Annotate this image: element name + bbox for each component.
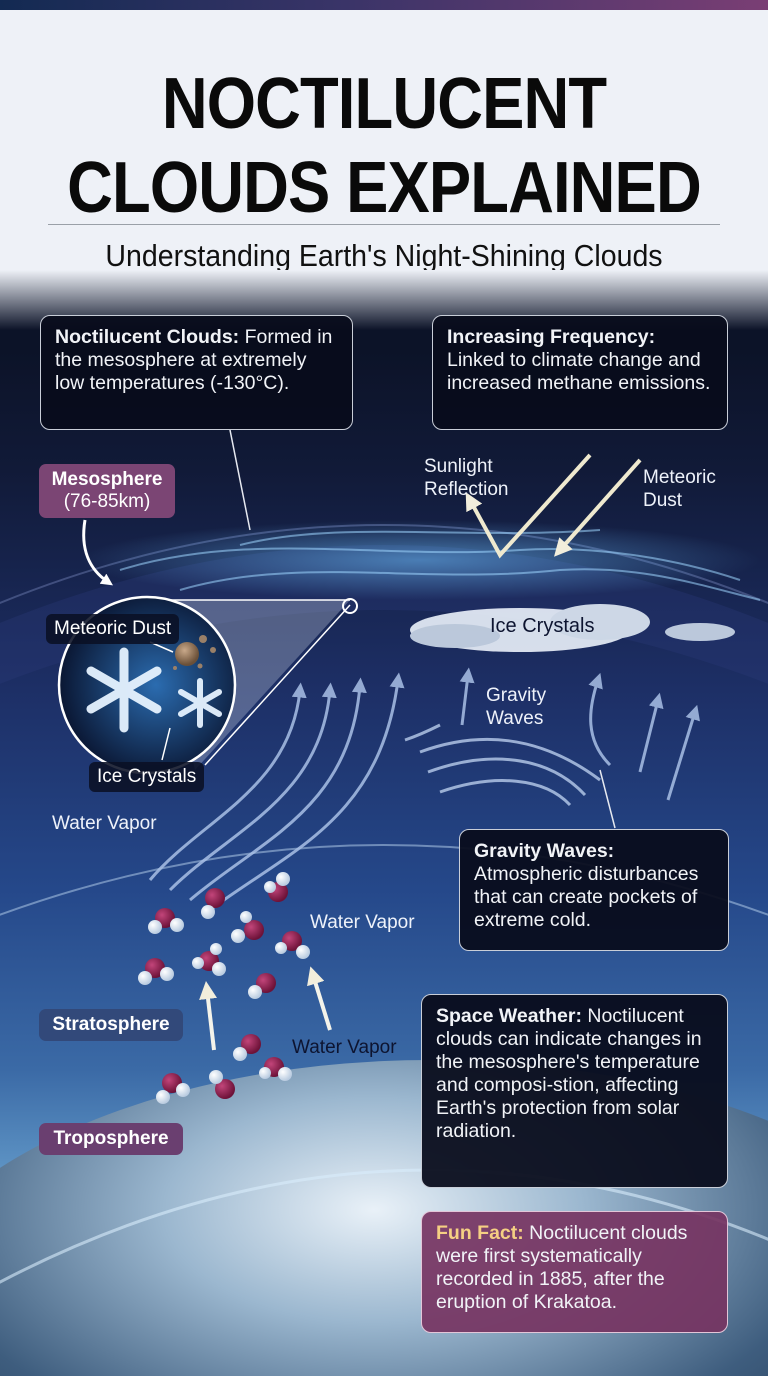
callout-heading: Space Weather:: [436, 1005, 582, 1027]
water-molecule-icon: [231, 911, 264, 943]
gravity-wave-arrows: [459, 667, 700, 801]
label-line: Meteoric: [643, 467, 716, 488]
callout-increasing-frequency: Increasing Frequency: Linked to climate …: [432, 315, 728, 430]
label-water-vapor-mid: Water Vapor: [310, 912, 415, 933]
water-molecule-icon: [259, 1057, 292, 1081]
callout-body: Atmospheric disturbances that can create…: [474, 863, 699, 931]
callout-body: Formed in the mesosphere at extremely lo…: [55, 326, 333, 394]
layer-name: Troposphere: [53, 1128, 169, 1149]
label-line: Sunlight: [424, 456, 493, 477]
dust-particle-icon: [175, 642, 199, 666]
label-cloud-ice-crystals: Ice Crystals: [490, 615, 595, 637]
page-title: NOCTILUCENT CLOUDS EXPLAINED: [46, 62, 722, 230]
water-molecule-icon: [209, 1070, 235, 1099]
label-sunlight-reflection: Sunlight Reflection: [424, 455, 509, 501]
label-line: Gravity: [486, 685, 547, 706]
header: NOCTILUCENT CLOUDS EXPLAINED Understandi…: [0, 10, 768, 310]
water-molecule-icon: [264, 872, 290, 902]
callout-gravity-waves: Gravity Waves: Atmospheric disturbances …: [459, 829, 729, 951]
callout-noctilucent-clouds: Noctilucent Clouds: Formed in the mesosp…: [40, 315, 353, 430]
mesosphere-pointer-arrow: [82, 519, 113, 586]
noctilucent-cloud-glow: [80, 520, 760, 600]
gravity-waves-icon: [404, 723, 601, 807]
title-line-2: CLOUDS EXPLAINED: [67, 148, 702, 228]
ice-crystal-cloud: [410, 604, 735, 652]
callout-heading: Fun Fact:: [436, 1222, 524, 1244]
callout-heading: Gravity Waves:: [474, 840, 615, 862]
callout-fun-fact: Fun Fact: Noctilucent clouds were first …: [421, 1211, 728, 1333]
water-molecule-icon: [248, 973, 276, 999]
title-line-1: NOCTILUCENT: [161, 64, 607, 144]
water-molecule-icon: [138, 958, 174, 985]
layer-tag-stratosphere: Stratosphere: [39, 1009, 183, 1041]
water-molecule-icon: [192, 943, 226, 976]
callout-heading: Noctilucent Clouds:: [55, 326, 240, 348]
layer-tag-mesosphere: Mesosphere (76-85km): [39, 464, 175, 518]
top-accent-bar: [0, 0, 768, 10]
label-line: Waves: [486, 708, 544, 729]
label-line: Dust: [643, 490, 683, 511]
layer-range: (76-85km): [63, 491, 151, 512]
cloud-streaks: [119, 529, 761, 601]
sunlight-reflection-arrow: [465, 453, 592, 559]
meteoric-dust-arrow: [554, 458, 642, 557]
title-divider: [48, 224, 720, 225]
label-water-vapor-left: Water Vapor: [52, 813, 157, 834]
label-water-vapor-low: Water Vapor: [292, 1037, 397, 1058]
layer-tag-troposphere: Troposphere: [39, 1123, 183, 1155]
water-molecule-icon: [148, 908, 184, 934]
water-vapor-streamlines: [148, 672, 405, 912]
label-inset-ice-crystals: Ice Crystals: [89, 762, 205, 792]
water-molecules: [138, 872, 310, 1104]
callout-heading: Increasing Frequency:: [447, 326, 656, 348]
callout-body: Noctilucent clouds can indicate changes …: [436, 1005, 702, 1142]
label-gravity-waves: Gravity Waves: [486, 684, 546, 730]
callout-body: Noctilucent clouds were first systematic…: [436, 1222, 688, 1313]
label-inset-meteoric-dust: Meteoric Dust: [46, 614, 180, 644]
snowflake-icon: [86, 647, 162, 733]
water-molecule-icon: [156, 1073, 190, 1104]
callout-space-weather: Space Weather: Noctilucent clouds can in…: [421, 994, 728, 1188]
label-line: Reflection: [424, 479, 509, 500]
label-meteoric-dust: Meteoric Dust: [643, 466, 716, 512]
water-vapor-arrow: [307, 966, 332, 1031]
layer-name: Mesosphere: [51, 469, 163, 490]
water-vapor-arrow: [199, 981, 217, 1051]
snowflake-small-icon: [178, 678, 222, 728]
subtitle: Understanding Earth's Night-Shining Clou…: [105, 238, 663, 273]
layer-name: Stratosphere: [52, 1014, 170, 1035]
water-molecule-icon: [275, 931, 310, 959]
water-molecule-icon: [201, 888, 225, 919]
water-molecule-icon: [233, 1034, 261, 1061]
callout-body: Linked to climate change and increased m…: [447, 349, 711, 394]
